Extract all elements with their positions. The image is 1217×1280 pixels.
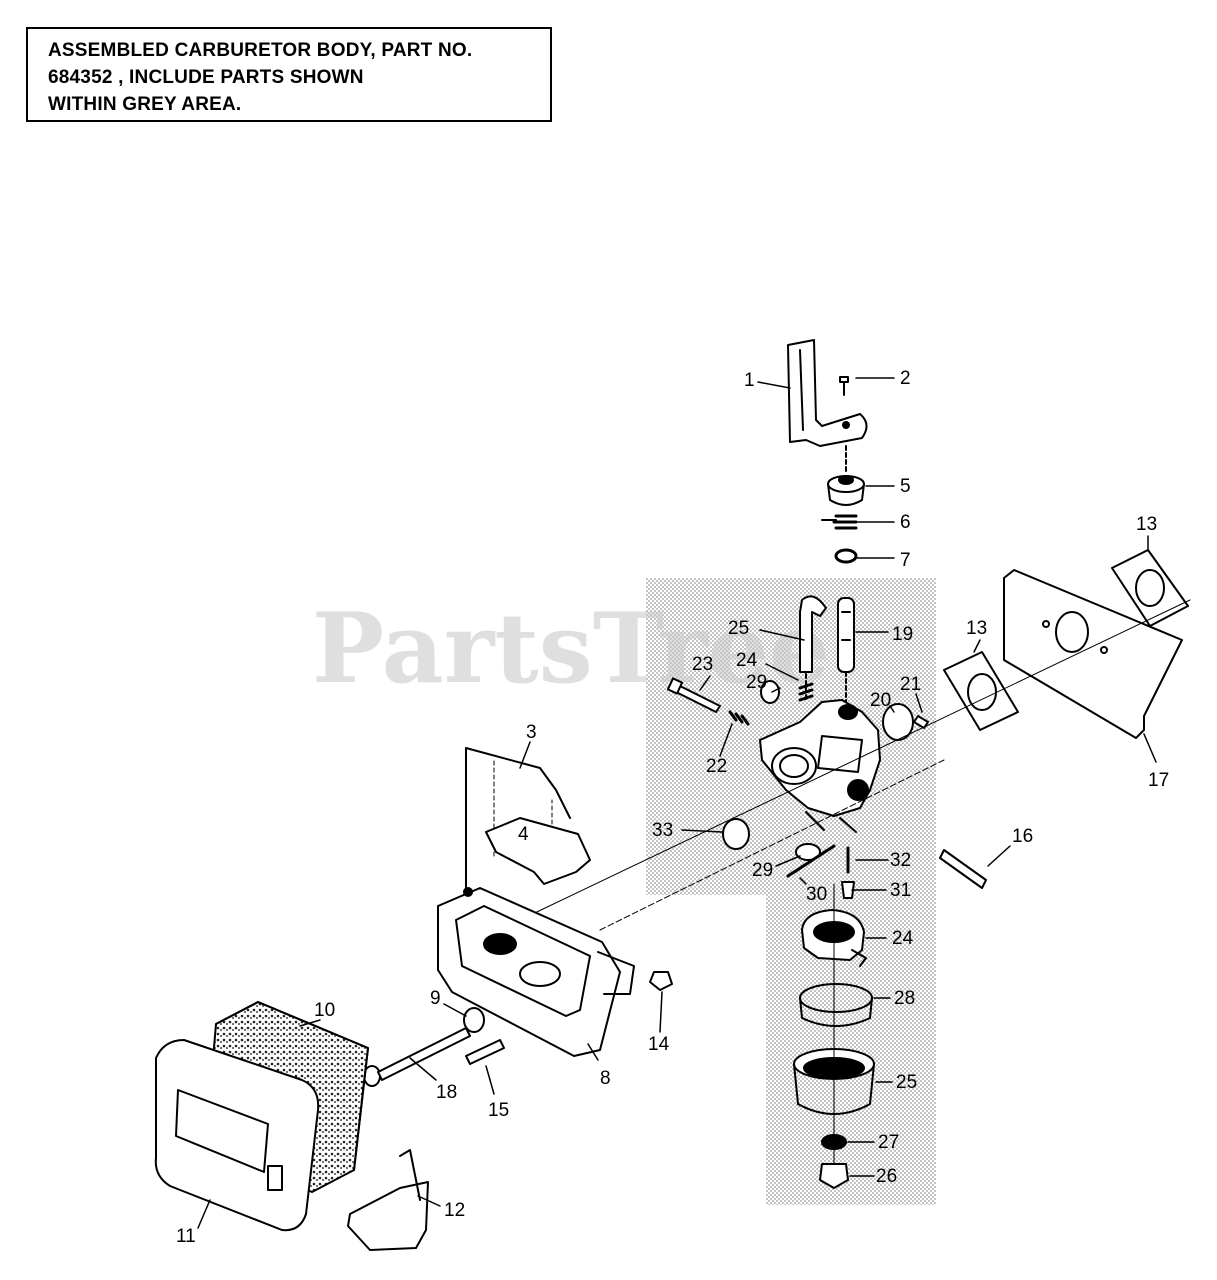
spring-part (821, 514, 858, 530)
note-line-3: WITHIN GREY AREA. (48, 94, 242, 115)
shaft-part (837, 597, 855, 703)
callout-2: 2 (900, 368, 911, 389)
clip-part (485, 817, 591, 885)
callout-3: 3 (526, 722, 537, 743)
wire-link-part (465, 747, 571, 893)
washer-part (760, 680, 780, 704)
callout-16: 16 (1012, 826, 1033, 847)
nut-part (649, 971, 673, 991)
needle-valve-part (841, 881, 855, 899)
callout-1: 1 (744, 370, 755, 391)
callout-29-top: 29 (746, 672, 767, 693)
bowl-nut-part (819, 1163, 849, 1189)
air-cleaner-base-part (437, 887, 635, 1057)
callout-24-bottom: 24 (892, 928, 914, 949)
callout-14: 14 (648, 1034, 670, 1055)
idle-screw-part (666, 677, 721, 713)
choke-lever-part (787, 339, 868, 447)
base-screw-part (465, 1039, 505, 1065)
float-part (801, 909, 867, 967)
small-screw-part (913, 715, 929, 729)
callout-31: 31 (890, 880, 911, 901)
callout-7: 7 (900, 550, 911, 571)
callout-19: 19 (892, 624, 913, 645)
gasket-small-part (943, 651, 1019, 731)
bushing-small-part (463, 1007, 485, 1033)
watermark: PartsTree (312, 592, 830, 705)
note-line-1: ASSEMBLED CARBURETOR BODY, PART NO. (48, 40, 473, 61)
callout-12: 12 (444, 1200, 465, 1221)
callout-13-left: 13 (966, 618, 987, 639)
o-ring-part (834, 548, 858, 564)
callout-24-top: 24 (736, 650, 758, 671)
bushing-part (827, 445, 865, 506)
bail-clip-part (347, 1149, 429, 1251)
callout-8: 8 (600, 1068, 611, 1089)
callout-25-bottom: 25 (896, 1072, 917, 1093)
callout-13-right: 13 (1136, 514, 1157, 535)
callout-18: 18 (436, 1082, 457, 1103)
callout-10: 10 (314, 1000, 335, 1021)
note-line-2: 684352 , INCLUDE PARTS SHOWN (48, 67, 364, 88)
gasket-plug-part (722, 818, 750, 850)
lower-washer-part (795, 843, 821, 861)
idle-spring-part (728, 710, 750, 726)
callout-11: 11 (176, 1226, 196, 1247)
callout-20: 20 (870, 690, 891, 711)
bowl-gasket-part (799, 983, 873, 1027)
callout-25-top: 25 (728, 618, 749, 639)
gasket-top-part (1111, 549, 1189, 627)
callout-29-bottom: 29 (752, 860, 773, 881)
callout-30: 30 (806, 884, 827, 905)
callout-21: 21 (900, 674, 921, 695)
callout-17: 17 (1148, 770, 1169, 791)
callout-26: 26 (876, 1166, 897, 1187)
assembly-note-box: ASSEMBLED CARBURETOR BODY, PART NO. 6843… (26, 27, 552, 122)
callout-4: 4 (518, 824, 529, 845)
insulator-plate-part (1003, 569, 1183, 739)
callout-9: 9 (430, 988, 441, 1009)
callout-5: 5 (900, 476, 911, 497)
screw-part (839, 376, 849, 396)
callout-6: 6 (900, 512, 911, 533)
callout-32: 32 (890, 850, 911, 871)
carburetor-body (759, 699, 881, 833)
air-cleaner-cover-part (154, 1039, 320, 1232)
callout-15: 15 (488, 1100, 509, 1121)
long-screw-part (363, 1027, 471, 1087)
needle-part (786, 844, 836, 878)
callout-28: 28 (894, 988, 915, 1009)
stud-part (939, 849, 987, 889)
callout-23: 23 (692, 654, 713, 675)
callout-33: 33 (652, 820, 673, 841)
callout-22: 22 (706, 756, 727, 777)
small-spring-part (798, 682, 814, 702)
callout-27: 27 (878, 1132, 899, 1153)
